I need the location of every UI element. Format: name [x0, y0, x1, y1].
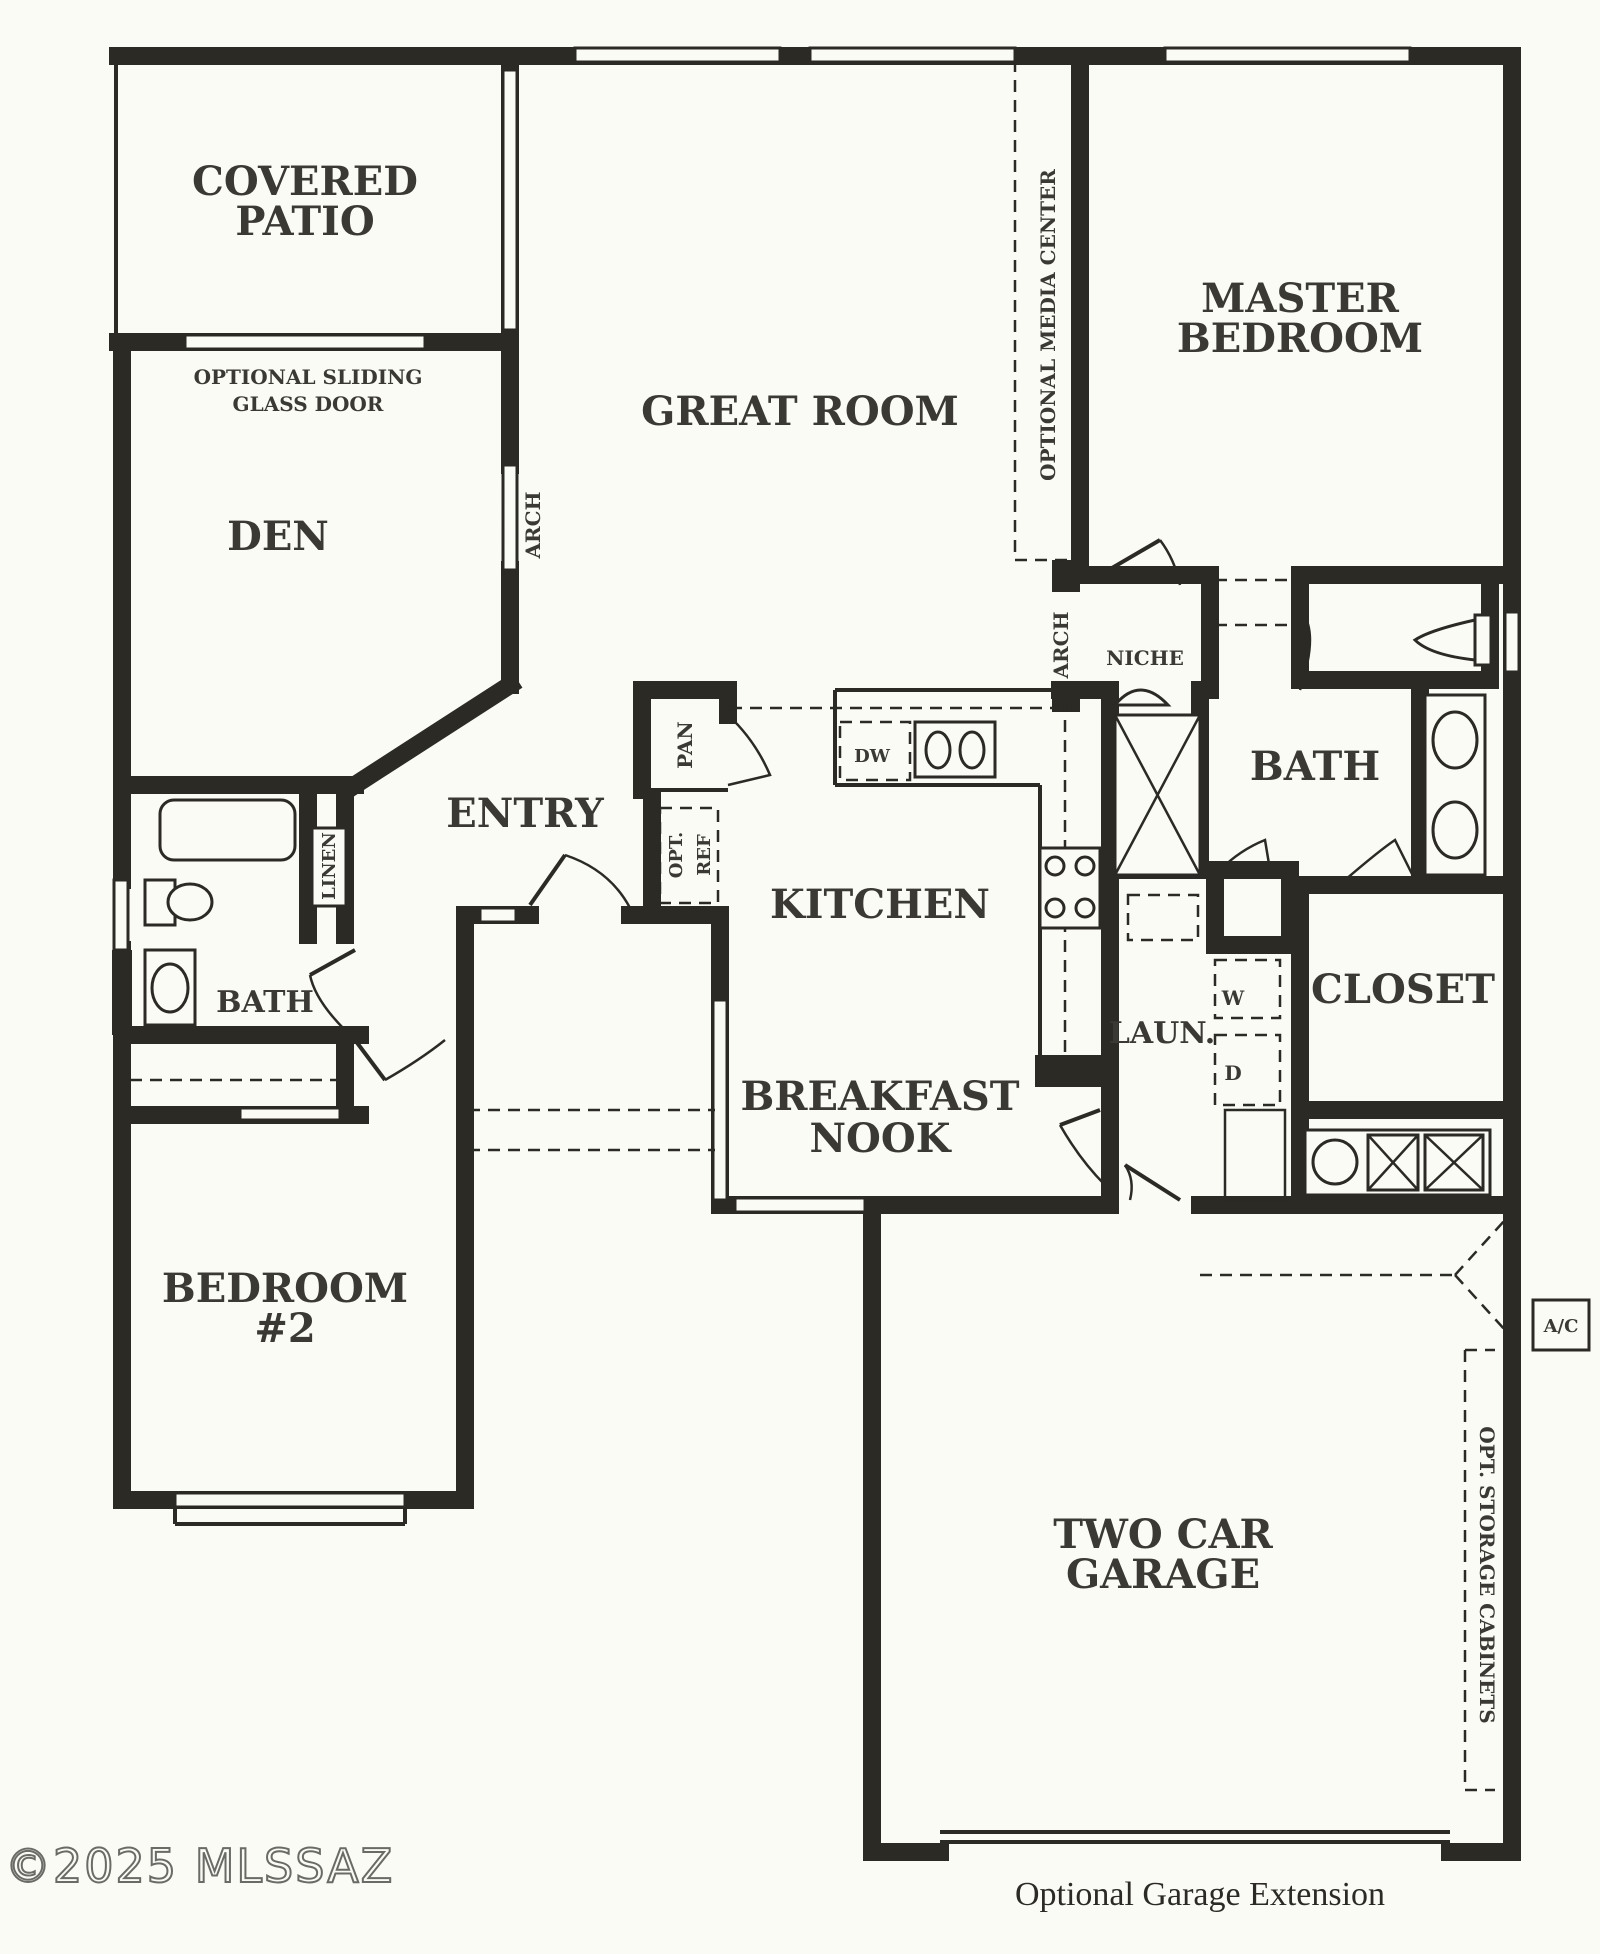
master-bedroom-label-2: BEDROOM — [1177, 315, 1423, 362]
opt-ref-label-2: REF — [694, 834, 715, 876]
entry-label: ENTRY — [446, 790, 604, 837]
pantry-label: PAN — [673, 721, 697, 768]
covered-patio-label-2: PATIO — [235, 198, 374, 245]
washer-label: W — [1221, 986, 1245, 1010]
kitchen-label: KITCHEN — [770, 881, 990, 928]
closet-label: CLOSET — [1311, 966, 1495, 1013]
linen-label: LINEN — [319, 832, 340, 900]
breakfast-nook-label-2: NOOK — [809, 1115, 951, 1162]
kitchen-arch-label: ARCH — [1049, 612, 1073, 680]
breakfast-nook-label-1: BREAKFAST — [740, 1073, 1019, 1120]
bedroom-2-label-1: BEDROOM — [162, 1265, 408, 1312]
dryer-label: D — [1224, 1061, 1241, 1085]
opt-ref-label-1: OPT. — [666, 832, 687, 879]
dishwasher-label: DW — [854, 746, 891, 767]
media-center-label: OPTIONAL MEDIA CENTER — [1036, 169, 1060, 481]
great-room-label: GREAT ROOM — [641, 388, 959, 435]
watermark: ©2025 MLSSAZ — [5, 1839, 394, 1893]
niche-label: NICHE — [1106, 646, 1184, 670]
bedroom-2-label-2: #2 — [254, 1305, 315, 1352]
room-labels: COVERED PATIO OPTIONAL SLIDING GLASS DOO… — [162, 158, 1579, 1724]
dashed-lines — [130, 60, 1506, 1792]
ac-label: A/C — [1543, 1316, 1579, 1337]
garage-label-1: TWO CAR — [1053, 1511, 1273, 1558]
fixtures — [143, 613, 1591, 1352]
master-bedroom-label-1: MASTER — [1201, 275, 1399, 322]
solid-columns — [112, 560, 1105, 1087]
master-bath-label: BATH — [1250, 743, 1380, 790]
covered-patio-label-1: COVERED — [192, 158, 418, 205]
storage-cabinets-label: OPT. STORAGE CABINETS — [1475, 1426, 1499, 1723]
sliding-door-label-2: GLASS DOOR — [233, 392, 384, 416]
sliding-door-label-1: OPTIONAL SLIDING — [194, 365, 423, 389]
doors — [308, 538, 1417, 1202]
hall-bath-label: BATH — [216, 985, 314, 1020]
garage-label-2: GARAGE — [1066, 1551, 1260, 1598]
garage-extension-note: Optional Garage Extension — [1015, 1876, 1385, 1913]
den-label: DEN — [227, 513, 329, 560]
den-arch-label: ARCH — [521, 492, 545, 560]
laundry-label: LAUN. — [1109, 1016, 1215, 1051]
